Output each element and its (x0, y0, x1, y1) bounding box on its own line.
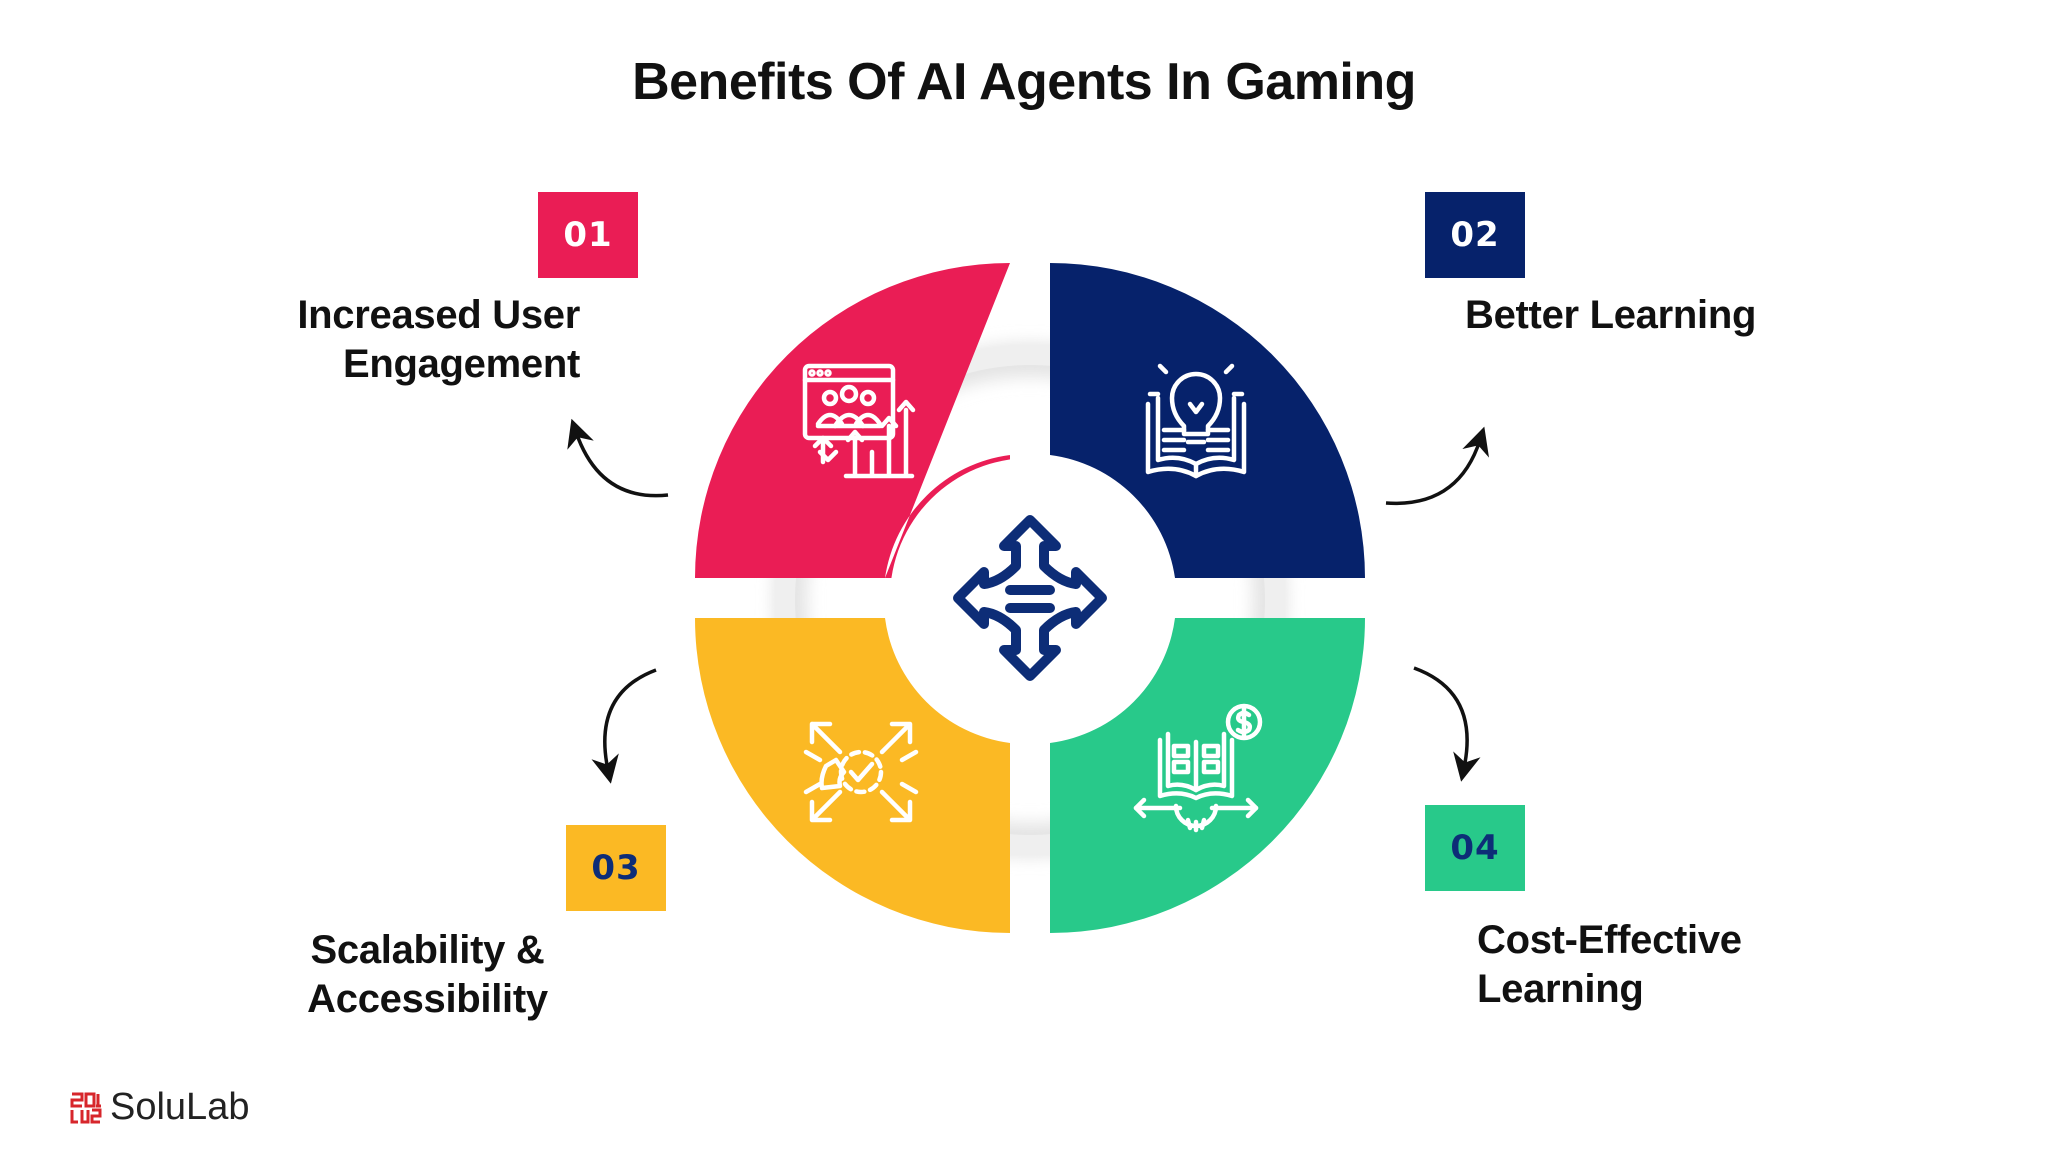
four-way-arrows-icon (953, 515, 1107, 681)
label-03-line-1: Scalability & (310, 928, 545, 972)
background-ring-inner (775, 345, 1285, 855)
expand-arrows-check-icon (803, 721, 919, 823)
label-04-line-2: Learning (1477, 967, 1644, 1011)
badge-03: 03 (566, 825, 666, 911)
quadrant-04 (1050, 618, 1365, 933)
label-01-line-2: Engagement (342, 342, 580, 386)
brand-name: SoluLab (110, 1086, 250, 1128)
label-01: Increased User Engagement (250, 291, 580, 389)
label-04-line-1: Cost-Effective (1477, 918, 1742, 962)
label-03: Scalability & Accessibility (270, 926, 585, 1024)
brand-logo: SoluLab (70, 1086, 249, 1129)
audience-growth-chart-icon (802, 363, 916, 479)
quadrant-02 (1050, 263, 1365, 578)
book-dollar-gear-icon (1133, 703, 1263, 833)
label-01-line-1: Increased User (297, 293, 580, 337)
arrow-01 (567, 418, 669, 498)
label-02: Better Learning (1465, 291, 1865, 340)
badge-01: 01 (538, 192, 638, 278)
badge-02: 02 (1425, 192, 1525, 278)
label-04: Cost-Effective Learning (1477, 916, 1877, 1014)
center-disk (890, 458, 1170, 738)
arrow-03 (591, 668, 657, 784)
label-02-line-1: Better Learning (1465, 293, 1757, 337)
label-03-line-2: Accessibility (307, 977, 548, 1021)
arrow-04 (1413, 666, 1481, 782)
badge-04: 04 (1425, 805, 1525, 891)
page-title: Benefits Of AI Agents In Gaming (632, 53, 1416, 111)
solulab-logo-icon (70, 1092, 102, 1123)
lightbulb-book-icon (1145, 363, 1247, 479)
arrow-02 (1385, 426, 1490, 506)
